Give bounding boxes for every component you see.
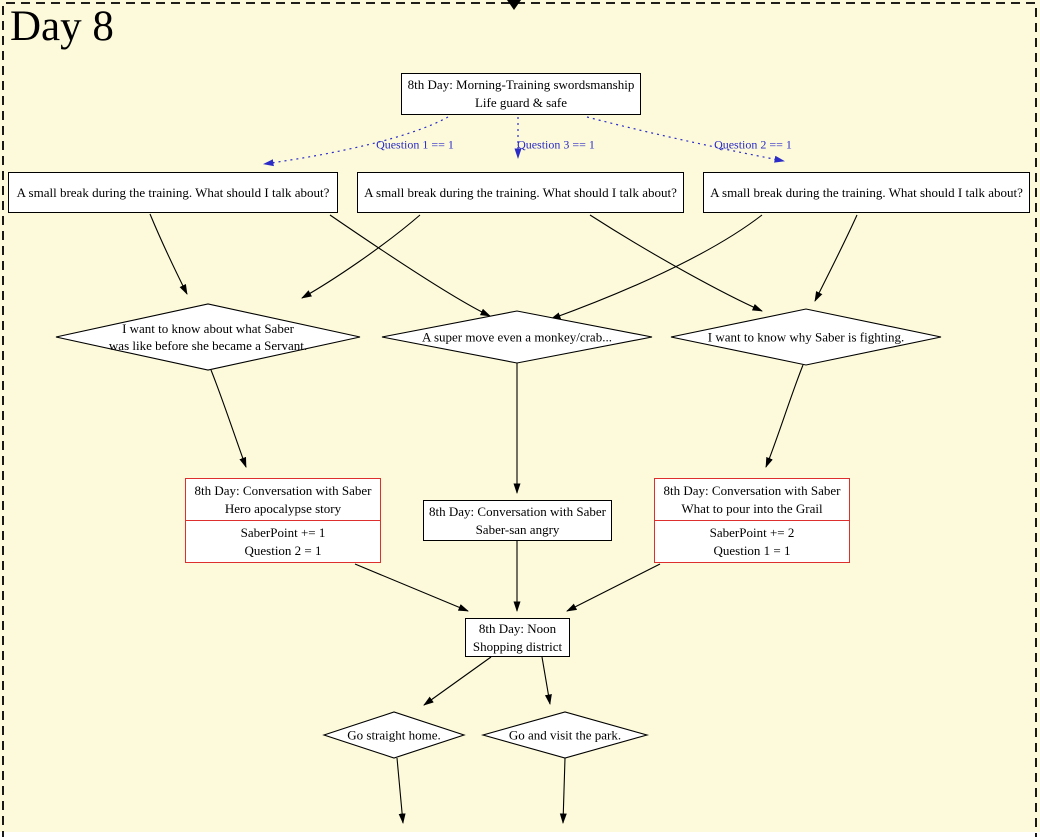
edge-break3-to-super-move	[550, 214, 763, 320]
node-break1-label: A small break during the training. What …	[16, 184, 330, 200]
edge-morning-to-break1-question1	[263, 116, 449, 167]
node-conv-angry-line1: 8th Day: Conversation with Saber	[429, 503, 606, 519]
edge-conv-hero-to-noon	[354, 563, 469, 612]
node-conv-hero-stat2: Question 2 = 1	[244, 542, 322, 558]
node-morning-training: 8th Day: Morning-Training swordsmanship …	[401, 73, 641, 115]
diamond-go-home-text: Go straight home.	[347, 727, 441, 743]
node-conv-grail-line1: 8th Day: Conversation with Saber	[663, 482, 841, 498]
node-morning-training-line1: 8th Day: Morning-Training swordsmanship	[407, 77, 635, 92]
edge-conv-grail-to-noon	[566, 563, 661, 612]
node-conv-hero-title-section: 8th Day: Conversation with Saber Hero ap…	[186, 479, 380, 520]
node-conv-hero-stats-section: SaberPoint += 1 Question 2 = 1	[186, 520, 380, 562]
node-noon-shopping-line1: 8th Day: Noon	[478, 620, 557, 636]
node-conv-hero: 8th Day: Conversation with Saber Hero ap…	[185, 478, 381, 563]
diamond-super-move-text: A super move even a monkey/crab...	[422, 329, 612, 345]
edge-saber-past-to-conv-hero	[210, 369, 247, 468]
node-conv-grail-title-section: 8th Day: Conversation with Saber What to…	[655, 479, 849, 520]
node-conv-hero-line2: Hero apocalypse story	[224, 500, 342, 516]
edge-break2-to-why-fighting	[589, 214, 763, 312]
cluster-title: Day 8	[10, 3, 114, 50]
diamond-visit-park	[480, 711, 650, 759]
edge-noon-to-go-home	[423, 656, 492, 706]
diamond-super-move	[381, 310, 653, 364]
node-noon-shopping: 8th Day: Noon Shopping district	[465, 618, 570, 657]
edge-break3-to-why-fighting	[814, 214, 858, 302]
node-conv-grail-stats-section: SaberPoint += 2 Question 1 = 1	[655, 520, 849, 562]
edge-label-question3: Question 3 == 1	[517, 137, 595, 152]
edge-break1-to-saber-past	[149, 213, 188, 295]
node-conv-angry-line2: Saber-san angry	[475, 521, 560, 537]
edge-noon-to-visit-park	[541, 656, 552, 705]
node-break3: A small break during the training. What …	[703, 172, 1030, 213]
diamond-saber-past-text: I want to know about what Saber was like…	[109, 320, 307, 354]
edge-break2-to-saber-past	[301, 214, 421, 299]
node-break3-label: A small break during the training. What …	[710, 184, 1023, 200]
edge-why-fighting-to-conv-grail	[765, 364, 804, 468]
diamond-saber-past-line2: was like before she became a Servant.	[108, 338, 308, 353]
node-break2: A small break during the training. What …	[357, 172, 684, 213]
edge-label-question1: Question 1 == 1	[376, 137, 454, 152]
node-conv-grail: 8th Day: Conversation with Saber What to…	[654, 478, 850, 563]
diamond-saber-past	[55, 303, 361, 371]
diamond-saber-past-line1: I want to know about what Saber	[122, 321, 294, 336]
node-break2-label: A small break during the training. What …	[364, 184, 677, 200]
node-noon-shopping-line2: Shopping district	[472, 638, 563, 654]
node-conv-grail-stat2: Question 1 = 1	[713, 542, 791, 558]
diamond-why-fighting-text: I want to know why Saber is fighting.	[707, 329, 905, 345]
edge-go-home-continues	[396, 757, 406, 824]
diamond-visit-park-text: Go and visit the park.	[508, 727, 622, 743]
node-conv-hero-line1: 8th Day: Conversation with Saber	[194, 482, 372, 498]
node-break1: A small break during the training. What …	[8, 172, 338, 213]
node-morning-training-line2: Life guard & safe	[474, 95, 568, 110]
node-conv-grail-stat1: SaberPoint += 2	[709, 524, 795, 540]
edge-visit-park-continues	[559, 757, 567, 824]
diamond-go-home	[322, 711, 466, 759]
incoming-edge-clipped-arrowhead	[507, 0, 521, 10]
node-conv-hero-stat1: SaberPoint += 1	[240, 524, 326, 540]
edge-label-question2: Question 2 == 1	[714, 137, 792, 152]
node-conv-angry: 8th Day: Conversation with Saber Saber-s…	[423, 500, 612, 541]
node-conv-grail-line2: What to pour into the Grail	[681, 500, 823, 516]
edge-break1-to-super-move	[329, 214, 491, 317]
diamond-why-fighting	[670, 308, 942, 366]
